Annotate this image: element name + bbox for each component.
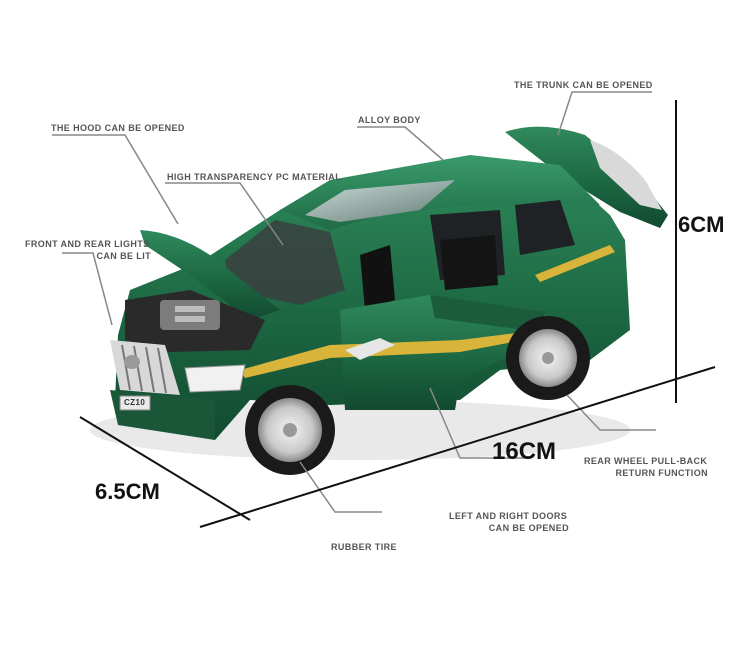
dimension-height: 6CM <box>678 212 725 237</box>
callout-pc-material: HIGH TRANSPARENCY PC MATERIAL <box>167 172 342 182</box>
engine-block <box>160 300 220 330</box>
callout-pullback: REAR WHEEL PULL-BACK RETURN FUNCTION <box>584 455 708 479</box>
badge-icon <box>124 355 140 369</box>
front-wheel <box>245 385 335 475</box>
callout-hood: THE HOOD CAN BE OPENED <box>51 123 185 133</box>
sunroof <box>305 180 455 222</box>
callout-alloy-body: ALLOY BODY <box>358 115 421 125</box>
plate-text: CZ10 <box>124 398 146 407</box>
callout-lights-line2: CAN BE LIT <box>96 251 151 261</box>
callout-doors-line2: CAN BE OPENED <box>488 523 569 533</box>
rear-quarter-window <box>515 200 575 255</box>
callout-doors-line1: LEFT AND RIGHT DOORS <box>449 511 568 521</box>
dimension-length: 16CM <box>492 438 557 465</box>
license-plate <box>119 395 151 411</box>
callout-pullback-line1: REAR WHEEL PULL-BACK <box>584 456 708 466</box>
leader-lines <box>52 91 656 513</box>
callout-tire: RUBBER TIRE <box>331 542 397 552</box>
rear-seat <box>440 235 498 290</box>
callout-trunk: THE TRUNK CAN BE OPENED <box>514 80 653 90</box>
front-seat <box>360 245 395 310</box>
headlight <box>184 364 246 393</box>
rear-stripe <box>535 245 615 282</box>
hood <box>140 230 280 320</box>
spare-wheel-cover <box>590 140 662 210</box>
callout-lights-line1: FRONT AND REAR LIGHTS <box>25 239 150 249</box>
trunk-door <box>505 126 668 228</box>
rear-wheel <box>506 316 590 400</box>
windshield <box>225 220 345 305</box>
dimension-width: 6.5CM <box>95 479 160 504</box>
dimension-lines <box>79 100 716 528</box>
callout-lights: FRONT AND REAR LIGHTS CAN BE LIT <box>25 238 151 262</box>
side-stripe <box>240 330 545 378</box>
callout-pullback-line2: RETURN FUNCTION <box>615 468 708 478</box>
callout-doors: LEFT AND RIGHT DOORS CAN BE OPENED <box>449 510 569 534</box>
